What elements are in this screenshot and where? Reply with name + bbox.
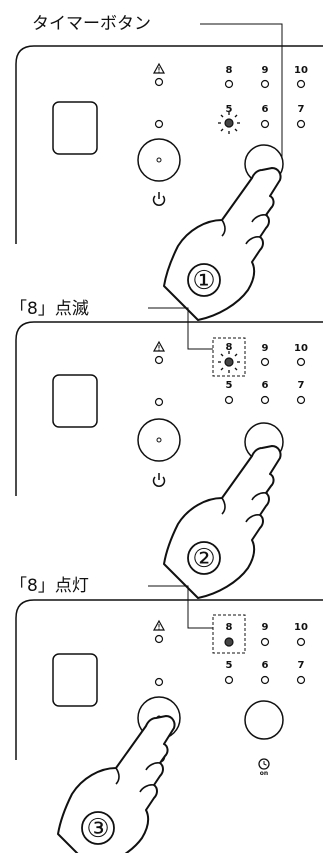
panel-2-callout: 「8」点滅 bbox=[10, 299, 89, 319]
panel-1-display-window bbox=[52, 101, 98, 155]
panel-1-leader-line bbox=[200, 23, 283, 170]
panel-3-power-led bbox=[154, 677, 164, 687]
panel-3-timer-button[interactable] bbox=[244, 700, 284, 740]
panel-1-hour-label: 9 bbox=[262, 65, 269, 76]
panel-1-step-number: ① bbox=[192, 266, 215, 296]
panel-3-leader-line bbox=[148, 585, 213, 629]
panel-2-step-number: ② bbox=[192, 544, 215, 574]
panel-1-power-button[interactable] bbox=[137, 138, 181, 182]
panel-3-warning-led bbox=[154, 634, 164, 644]
panel-2-warning-icon bbox=[153, 341, 165, 352]
panel-1-hour-led-7 bbox=[296, 119, 306, 129]
panel-2-power-icon bbox=[152, 472, 166, 488]
panel-2-hour-label: 7 bbox=[298, 380, 305, 391]
panel-2-hour-label: 6 bbox=[262, 380, 269, 391]
panel-1-warning-icon bbox=[153, 63, 165, 74]
panel-3-pressing-hand-icon bbox=[57, 715, 176, 853]
panel-1-hour-led-6 bbox=[260, 119, 270, 129]
panel-3-hour-led-5 bbox=[224, 675, 234, 685]
panel-1-blink-rays bbox=[218, 112, 240, 134]
panel-3-on-label: on bbox=[260, 770, 268, 777]
panel-3-warning-icon bbox=[153, 620, 165, 631]
panel-3-hour-led-6 bbox=[260, 675, 270, 685]
panel-1-hour-led-10 bbox=[296, 79, 306, 89]
panel-3-step-number: ③ bbox=[86, 814, 109, 844]
panel-3-hour-label: 6 bbox=[262, 660, 269, 671]
panel-1-callout: タイマーボタン bbox=[32, 14, 151, 34]
panel-2-pressing-hand-icon bbox=[163, 445, 282, 599]
panel-2-hour-label: 10 bbox=[294, 343, 308, 354]
panel-1-hour-label: 7 bbox=[298, 104, 305, 115]
panel-3-hour-led-7 bbox=[296, 675, 306, 685]
panel-1-hour-led-5-blinking bbox=[224, 118, 234, 128]
panel-2-hour-label: 8 bbox=[226, 342, 233, 353]
panel-3-hour-label: 7 bbox=[298, 660, 305, 671]
panel-2-hour-led-6 bbox=[260, 395, 270, 405]
panel-2-device-outline bbox=[15, 321, 323, 496]
panel-2-power-button[interactable] bbox=[137, 418, 181, 462]
panel-1-power-led bbox=[154, 119, 164, 129]
panel-1: タイマーボタン 8 9 10 5 6 7 on bbox=[15, 14, 323, 321]
panel-3-hour-label: 8 bbox=[226, 622, 233, 633]
panel-3-highlight-box bbox=[212, 614, 246, 654]
panel-3-hour-label: 9 bbox=[262, 622, 269, 633]
panel-2-warning-led bbox=[154, 355, 164, 365]
panel-2-blink-rays bbox=[218, 351, 240, 373]
panel-2-hour-label: 9 bbox=[262, 343, 269, 354]
panel-3-callout: 「8」点灯 bbox=[10, 576, 89, 596]
panel-2-display-window bbox=[52, 374, 98, 428]
panel-3-hour-label: 10 bbox=[294, 622, 308, 633]
panel-2-leader-line bbox=[148, 307, 213, 350]
panel-3-hour-label: 5 bbox=[226, 660, 233, 671]
panel-1-hour-label: 6 bbox=[262, 104, 269, 115]
panel-2-hour-label: 5 bbox=[226, 380, 233, 391]
panel-1-warning-led bbox=[154, 77, 164, 87]
panel-3-hour-led-10 bbox=[296, 637, 306, 647]
panel-1-device-outline bbox=[15, 45, 323, 244]
panel-1-hour-label: 10 bbox=[294, 65, 308, 76]
panel-1-pressing-hand-icon bbox=[163, 167, 282, 321]
panel-2: 「8」点滅 8 9 10 5 6 7 on ② bbox=[10, 299, 323, 599]
panel-3-device-outline bbox=[15, 599, 323, 760]
panel-3: 「8」点灯 8 9 10 5 6 7 on ③ bbox=[10, 576, 323, 853]
panel-3-hour-led-9 bbox=[260, 637, 270, 647]
panel-2-power-led bbox=[154, 397, 164, 407]
panel-2-hour-led-7 bbox=[296, 395, 306, 405]
panel-3-timer-clock-icon bbox=[258, 758, 270, 770]
panel-3-display-window bbox=[52, 653, 98, 707]
panel-3-hour-led-8-lit bbox=[224, 637, 234, 647]
panel-2-hour-led-9 bbox=[260, 357, 270, 367]
panel-2-hour-led-5 bbox=[224, 395, 234, 405]
panel-1-power-icon bbox=[152, 191, 166, 207]
panel-1-hour-led-9 bbox=[260, 79, 270, 89]
panel-2-highlight-box bbox=[212, 337, 246, 377]
panel-1-hour-label: 5 bbox=[226, 104, 233, 115]
panel-2-hour-led-10 bbox=[296, 357, 306, 367]
panel-1-hour-label: 8 bbox=[226, 65, 233, 76]
panel-2-hour-led-8-blinking bbox=[224, 357, 234, 367]
panel-1-hour-led-8 bbox=[224, 79, 234, 89]
